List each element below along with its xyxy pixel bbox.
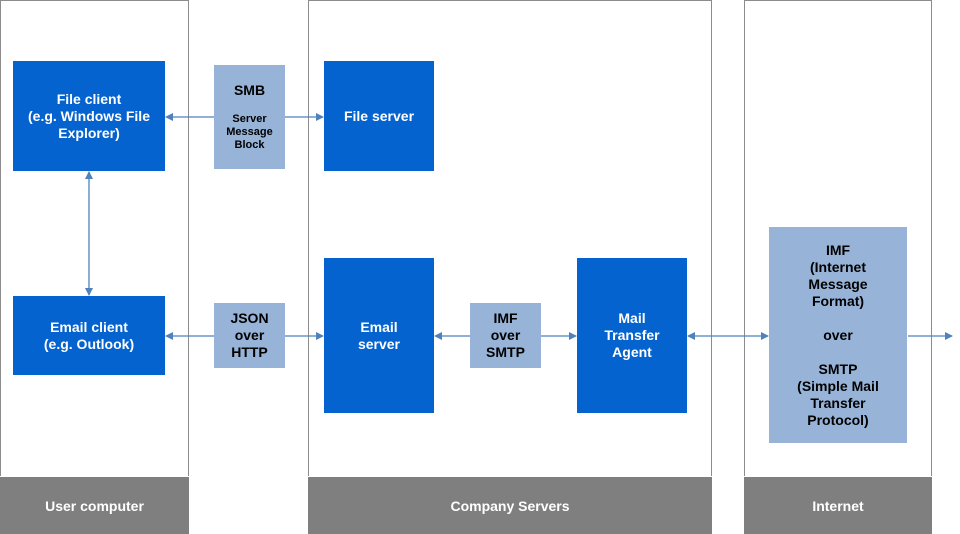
company-servers-label: Company Servers xyxy=(308,477,712,534)
smb-title: SMB xyxy=(233,82,266,98)
mail-transfer-agent-node: Mail Transfer Agent xyxy=(577,258,687,413)
smb-protocol-box: SMB Server Message Block xyxy=(214,65,285,169)
imf-smtp-label: IMF over SMTP xyxy=(486,310,525,360)
email-client-node: Email client (e.g. Outlook) xyxy=(13,296,165,375)
internet-label: Internet xyxy=(744,477,932,534)
smb-subtitle: Server Message Block xyxy=(226,113,273,151)
file-client-node: File client (e.g. Windows File Explorer) xyxy=(13,61,165,171)
internet-protocol-label: IMF (Internet Message Format) over SMTP … xyxy=(797,241,879,428)
internet-protocol-box: IMF (Internet Message Format) over SMTP … xyxy=(769,227,907,443)
user-computer-label: User computer xyxy=(0,477,189,534)
file-server-node: File server xyxy=(324,61,434,171)
email-server-node: Email server xyxy=(324,258,434,413)
imf-smtp-protocol-box: IMF over SMTP xyxy=(470,303,541,368)
json-http-label: JSON over HTTP xyxy=(230,310,269,360)
json-http-protocol-box: JSON over HTTP xyxy=(214,303,285,368)
